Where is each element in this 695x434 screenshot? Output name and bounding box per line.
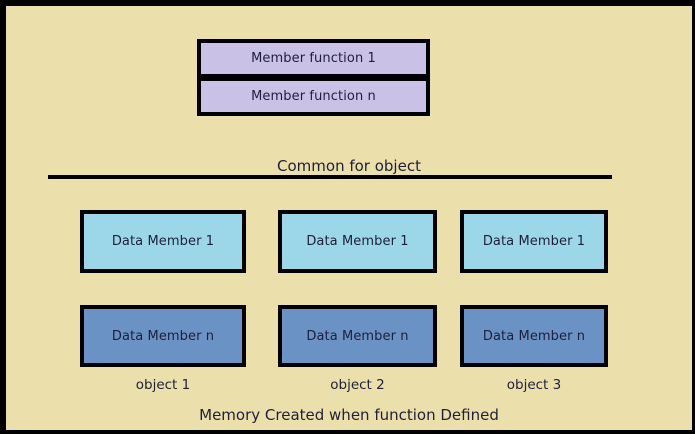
- data-member-n-box-object-2: Data Member n: [278, 305, 437, 367]
- data-member-n-box-object-3: Data Member n: [460, 305, 608, 367]
- data-member-n-label-object-1: Data Member n: [111, 328, 215, 344]
- data-member-1-box-object-1: Data Member 1: [80, 210, 246, 273]
- data-member-n-box-object-1: Data Member n: [80, 305, 246, 367]
- data-member-1-label-object-2: Data Member 1: [306, 234, 409, 249]
- object-1-label: object 1: [135, 377, 191, 393]
- data-member-1-box-object-3: Data Member 1: [460, 210, 608, 273]
- section-divider: [48, 175, 612, 179]
- member-function-box-1: Member function 1: [197, 39, 430, 78]
- common-for-object-label: Common for object: [277, 157, 421, 175]
- object-2-label: object 2: [330, 377, 385, 393]
- object-3-label: object 3: [506, 377, 562, 393]
- member-function-label-1: Member function 1: [251, 51, 376, 66]
- member-function-box-n: Member function n: [197, 77, 430, 116]
- data-member-n-label-object-3: Data Member n: [482, 328, 586, 344]
- memory-created-caption: Memory Created when function Defined: [199, 406, 499, 424]
- data-member-1-label-object-1: Data Member 1: [111, 234, 215, 249]
- data-member-1-box-object-2: Data Member 1: [278, 210, 437, 273]
- data-member-n-label-object-2: Data Member n: [306, 328, 409, 344]
- member-function-label-n: Member function n: [251, 89, 376, 104]
- data-member-1-label-object-3: Data Member 1: [482, 234, 586, 249]
